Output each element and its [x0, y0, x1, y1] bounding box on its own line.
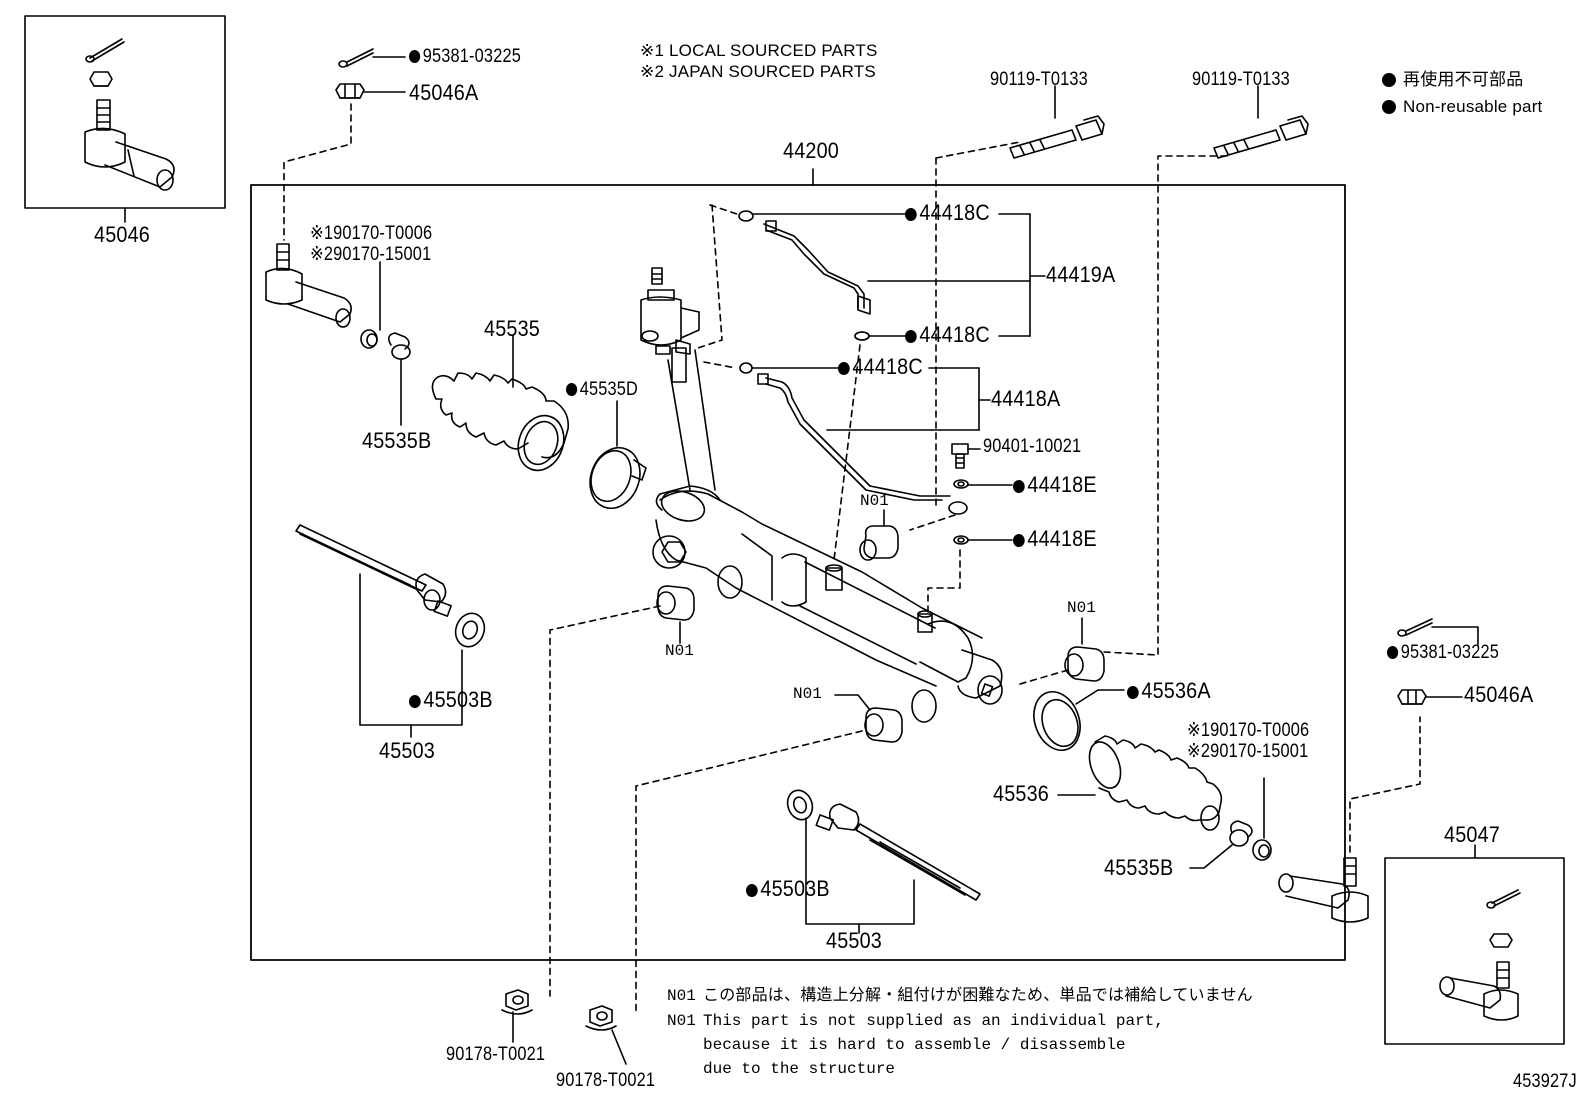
inset-tie-rod-end-right-icon	[1439, 889, 1521, 1021]
legend-non-reusable-en: Non-reusable part	[1403, 97, 1543, 116]
small-bolt-icon	[951, 443, 981, 469]
steering-rack-housing-icon	[640, 267, 1003, 723]
clip-part-bottom-2: ※290170-15001	[1187, 741, 1309, 762]
clip-right-label: 45535B	[1104, 855, 1174, 880]
inner-tie-rod-right-icon	[786, 789, 981, 901]
cotter-pin-right-icon	[1397, 618, 1479, 646]
part-45047-label: 45047	[1444, 822, 1500, 847]
inner-tie-rod-left-icon	[295, 524, 486, 648]
n01-label-d: N01	[793, 685, 822, 703]
footer-note-jp: この部品は、構造上分解・組付けが困難なため、単品では補給していません	[703, 987, 1253, 1004]
bushing-n01-d-icon	[834, 694, 903, 743]
part-44200-label: 44200	[783, 138, 839, 163]
mounting-bolt-b-icon	[1213, 85, 1309, 159]
flange-nut-b-icon	[585, 1005, 627, 1065]
pressure-tube-lower-icon	[739, 362, 968, 515]
tie-rod-end-box-right	[1384, 857, 1565, 1045]
footer-n01-tag-jp: N01	[667, 987, 696, 1005]
bushing-n01-b-icon	[656, 585, 695, 644]
boot-clamp-left-label: 45535D	[566, 380, 638, 399]
castle-nut-top-label: 45046A	[409, 80, 479, 105]
boot-right-label: 45536	[993, 781, 1049, 806]
inset-tie-rod-end-left-icon	[84, 38, 175, 191]
note-local-sourced: ※1 LOCAL SOURCED PARTS	[640, 41, 878, 60]
clamp-ring-right-icon	[1189, 777, 1272, 869]
castle-nut-right-label: 45046A	[1464, 682, 1534, 707]
assembly-frame	[250, 184, 1346, 961]
flange-nut-label-a: 90178-T0021	[446, 1044, 546, 1065]
footer-note-en-line2: because it is hard to assemble / disasse…	[703, 1036, 1126, 1054]
clip-left-label: 45535B	[362, 428, 432, 453]
cotter-pin-right-label: 95381-03225	[1387, 643, 1499, 662]
steering-rack-boot-right-icon	[1057, 735, 1223, 831]
footer-note-en-line3: due to the structure	[703, 1060, 896, 1078]
gasket-44418c-label-2: 44418C	[905, 324, 990, 346]
cotter-pin-top-icon	[338, 48, 406, 68]
note-japan-sourced: ※2 JAPAN SOURCED PARTS	[640, 62, 876, 81]
footer-note-en-line1: This part is not supplied as an individu…	[703, 1012, 1164, 1030]
tube-lower-label: 44418A	[991, 386, 1061, 411]
small-bolt-label: 90401-10021	[983, 436, 1082, 457]
gasket-44418c-label-3: 44418C	[838, 356, 923, 378]
n01-label-c: N01	[1067, 599, 1096, 617]
flange-nut-label-b: 90178-T0021	[556, 1070, 656, 1091]
boot-left-label: 45535	[484, 316, 540, 341]
gasket-44418e-label-1: 44418E	[1013, 474, 1097, 496]
rod-right-label: 45503	[826, 928, 882, 953]
rod-left-label: 45503	[379, 738, 435, 763]
flange-nut-a-icon	[501, 989, 533, 1043]
tie-rod-end-box-left	[24, 15, 226, 209]
pressure-tube-upper-icon	[738, 210, 871, 341]
gasket-44418e-label-2: 44418E	[1013, 528, 1097, 550]
clip-part-bottom-1: ※190170-T0006	[1187, 720, 1310, 741]
bushing-n01-c-icon	[1064, 617, 1105, 682]
legend-non-reusable-jp: 再使用不可部品	[1403, 70, 1524, 89]
castle-nut-top-icon	[335, 83, 406, 99]
washer-right-label: 45503B	[746, 878, 830, 900]
boot-clamp-right-label: 45536A	[1127, 680, 1211, 702]
cotter-pin-top-label: 95381-03225	[409, 47, 521, 66]
steering-rack-boot-left-icon	[431, 334, 570, 472]
clamp-ring-left-icon	[360, 329, 411, 360]
boot-clamp-left-icon	[589, 400, 647, 510]
boot-clamp-right-icon	[1033, 689, 1125, 751]
bushing-n01-a-icon	[859, 509, 899, 561]
gasket-44418c-label-1: 44418C	[905, 202, 990, 224]
tie-rod-end-right-icon	[1278, 857, 1369, 923]
clip-part-top-2: ※290170-15001	[310, 244, 432, 265]
castle-nut-right-icon	[1397, 689, 1463, 705]
footer-n01-tag-en: N01	[667, 1012, 696, 1030]
part-45046-label: 45046	[94, 222, 150, 247]
diagram-code: 453927J	[1513, 1071, 1577, 1092]
tie-rod-end-left-icon	[265, 243, 352, 328]
n01-label-a: N01	[860, 492, 889, 510]
tube-upper-label: 44419A	[1046, 262, 1116, 287]
bolt-b-label: 90119-T0133	[1192, 69, 1290, 90]
clip-part-top-1: ※190170-T0006	[310, 223, 433, 244]
n01-label-b: N01	[665, 642, 694, 660]
bolt-a-label: 90119-T0133	[990, 69, 1088, 90]
washer-left-label: 45503B	[409, 689, 493, 711]
mounting-bolt-a-icon	[1009, 85, 1105, 159]
